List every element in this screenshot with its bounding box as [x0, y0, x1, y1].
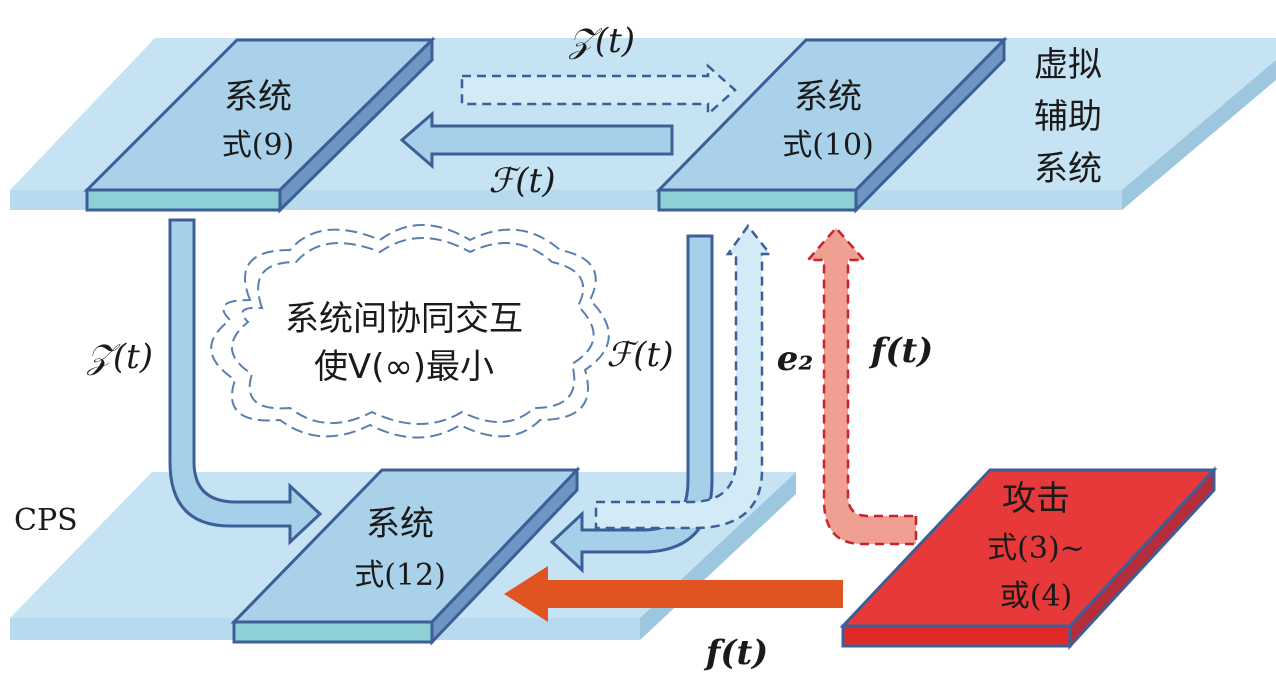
system-10-label: 系统 式(10)	[782, 77, 874, 163]
f-attack-up-label: f(t)	[869, 331, 934, 371]
cloud-line2: 使V(∞)最小	[314, 347, 494, 387]
f-mid-label: ℱ(t)	[607, 335, 674, 375]
system-12-line1: 系统	[366, 504, 434, 544]
cps-plane-label: CPS	[14, 503, 78, 538]
virtual-plane-line3: 系统	[1034, 149, 1102, 189]
attack-line2: 式(3)~	[987, 531, 1085, 566]
f-attack-arrow-bottom	[504, 566, 843, 622]
f-attack-bottom-label: f(t)	[704, 633, 769, 673]
attack-label: 攻击 式(3)~ 或(4)	[987, 479, 1085, 614]
cloud-line1: 系统间协同交互	[285, 299, 523, 339]
system-9-box	[83, 36, 436, 214]
system-12-label: 系统 式(12)	[354, 504, 446, 593]
system-10-line1: 系统	[794, 77, 862, 117]
system-9-line2: 式(9)	[222, 128, 295, 163]
e2-label: e₂	[777, 339, 814, 379]
virtual-plane-line1: 虚拟	[1034, 45, 1102, 85]
f-attack-up-arrow	[805, 226, 918, 546]
interaction-cloud	[210, 224, 610, 439]
system-9-line1: 系统	[224, 77, 292, 117]
z-dashed-arrow-top	[460, 63, 737, 117]
z-left-label: 𝒵(t)	[86, 337, 153, 377]
system-10-line2: 式(10)	[782, 128, 874, 163]
attack-line1: 攻击	[1002, 479, 1070, 519]
virtual-plane-line2: 辅助	[1034, 97, 1102, 137]
attack-box	[839, 466, 1218, 650]
system-12-box	[230, 466, 581, 646]
attack-line3: 或(4)	[1000, 579, 1073, 614]
f-solid-arrow-top	[399, 110, 674, 170]
virtual-plane-label: 虚拟 辅助 系统	[1034, 45, 1102, 189]
f-top-label: ℱ(t)	[489, 161, 556, 201]
system-10-box	[655, 36, 1008, 214]
z-top-label: 𝒵(t)	[568, 21, 635, 61]
z-curved-arrow-left	[168, 218, 323, 546]
e2-dashed-arrow	[594, 223, 773, 530]
system-12-line2: 式(12)	[354, 558, 446, 593]
system-9-label: 系统 式(9)	[222, 77, 295, 163]
